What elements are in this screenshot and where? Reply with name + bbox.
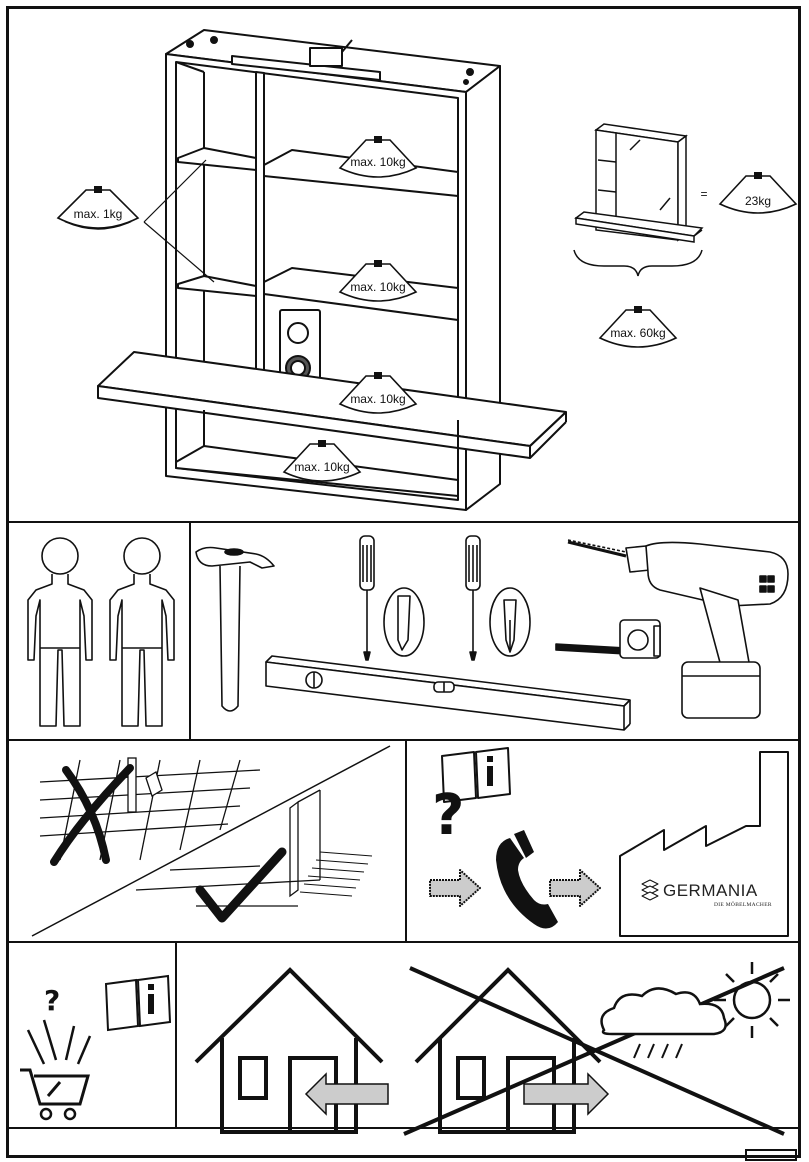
- brand-tagline: DIE MÖBELMACHER: [714, 901, 772, 908]
- phillips-screwdriver-icon: [465, 535, 531, 661]
- instruction-sheet-frame: [6, 6, 801, 1158]
- weight-icon: max. 1kg: [56, 186, 140, 230]
- small-shelf-lower: [177, 275, 257, 297]
- brand-name: GERMANIA: [663, 881, 758, 900]
- cabinet-load-diagram: max. 1kg max. 10kg max. 10kg max. 10kg m…: [56, 29, 798, 511]
- weight-label-top-shelf: max. 10kg: [350, 155, 405, 169]
- arrow-right-icon: [429, 869, 481, 907]
- arrow-right-icon: [549, 869, 601, 907]
- cloud-icon: [600, 987, 727, 1036]
- screws: [26, 1019, 92, 1065]
- factory-icon: [619, 751, 789, 937]
- weight-label-lower-shelf: max. 10kg: [350, 392, 405, 406]
- weight-label-bottom-shelf: max. 10kg: [294, 460, 349, 474]
- manual-icon: [104, 974, 172, 1032]
- sun-icon: [714, 962, 790, 1038]
- spirit-level-icon: [265, 655, 631, 731]
- weight-label-middle-shelf: max. 10kg: [350, 280, 405, 294]
- manual-icon: [441, 747, 511, 803]
- flathead-screwdriver-icon: [359, 535, 425, 661]
- weight-icon: max. 10kg: [338, 372, 418, 414]
- cordless-drill-icon: [567, 539, 789, 719]
- rain-icon: [633, 1043, 683, 1059]
- floor-hatch: [299, 851, 373, 897]
- arrow-right-icon: [304, 1072, 389, 1116]
- phone-icon: [496, 838, 558, 929]
- weight-icon: max. 10kg: [338, 260, 418, 302]
- weight-label-shelf-small: max. 1kg: [74, 207, 123, 221]
- house-icon: [414, 967, 602, 1134]
- weight-icon: 23kg: [718, 172, 798, 214]
- weight-icon: max. 10kg: [338, 136, 418, 178]
- weight-icon: max. 10kg: [282, 440, 362, 482]
- cabinet-thumbnail: [573, 123, 704, 277]
- weight-icon: max. 60kg: [598, 306, 678, 348]
- small-shelf-upper: [177, 147, 257, 171]
- question-icon: ?: [432, 783, 464, 848]
- hammer-icon: [195, 546, 275, 712]
- shopping-cart-icon: [20, 1068, 90, 1121]
- person-icon: [109, 537, 175, 727]
- weight-label-cabinet: 23kg: [745, 194, 771, 208]
- weight-label-total-max: max. 60kg: [610, 326, 665, 340]
- cross-mark-icon: [50, 764, 134, 866]
- tape-measure-icon: [555, 619, 661, 659]
- equals-sign: =: [700, 187, 707, 201]
- question-icon: ?: [44, 984, 60, 1017]
- house-icon: [194, 967, 384, 1134]
- person-icon: [27, 537, 93, 727]
- arrow-right-icon: [523, 1072, 610, 1116]
- check-mark-icon: [195, 847, 287, 923]
